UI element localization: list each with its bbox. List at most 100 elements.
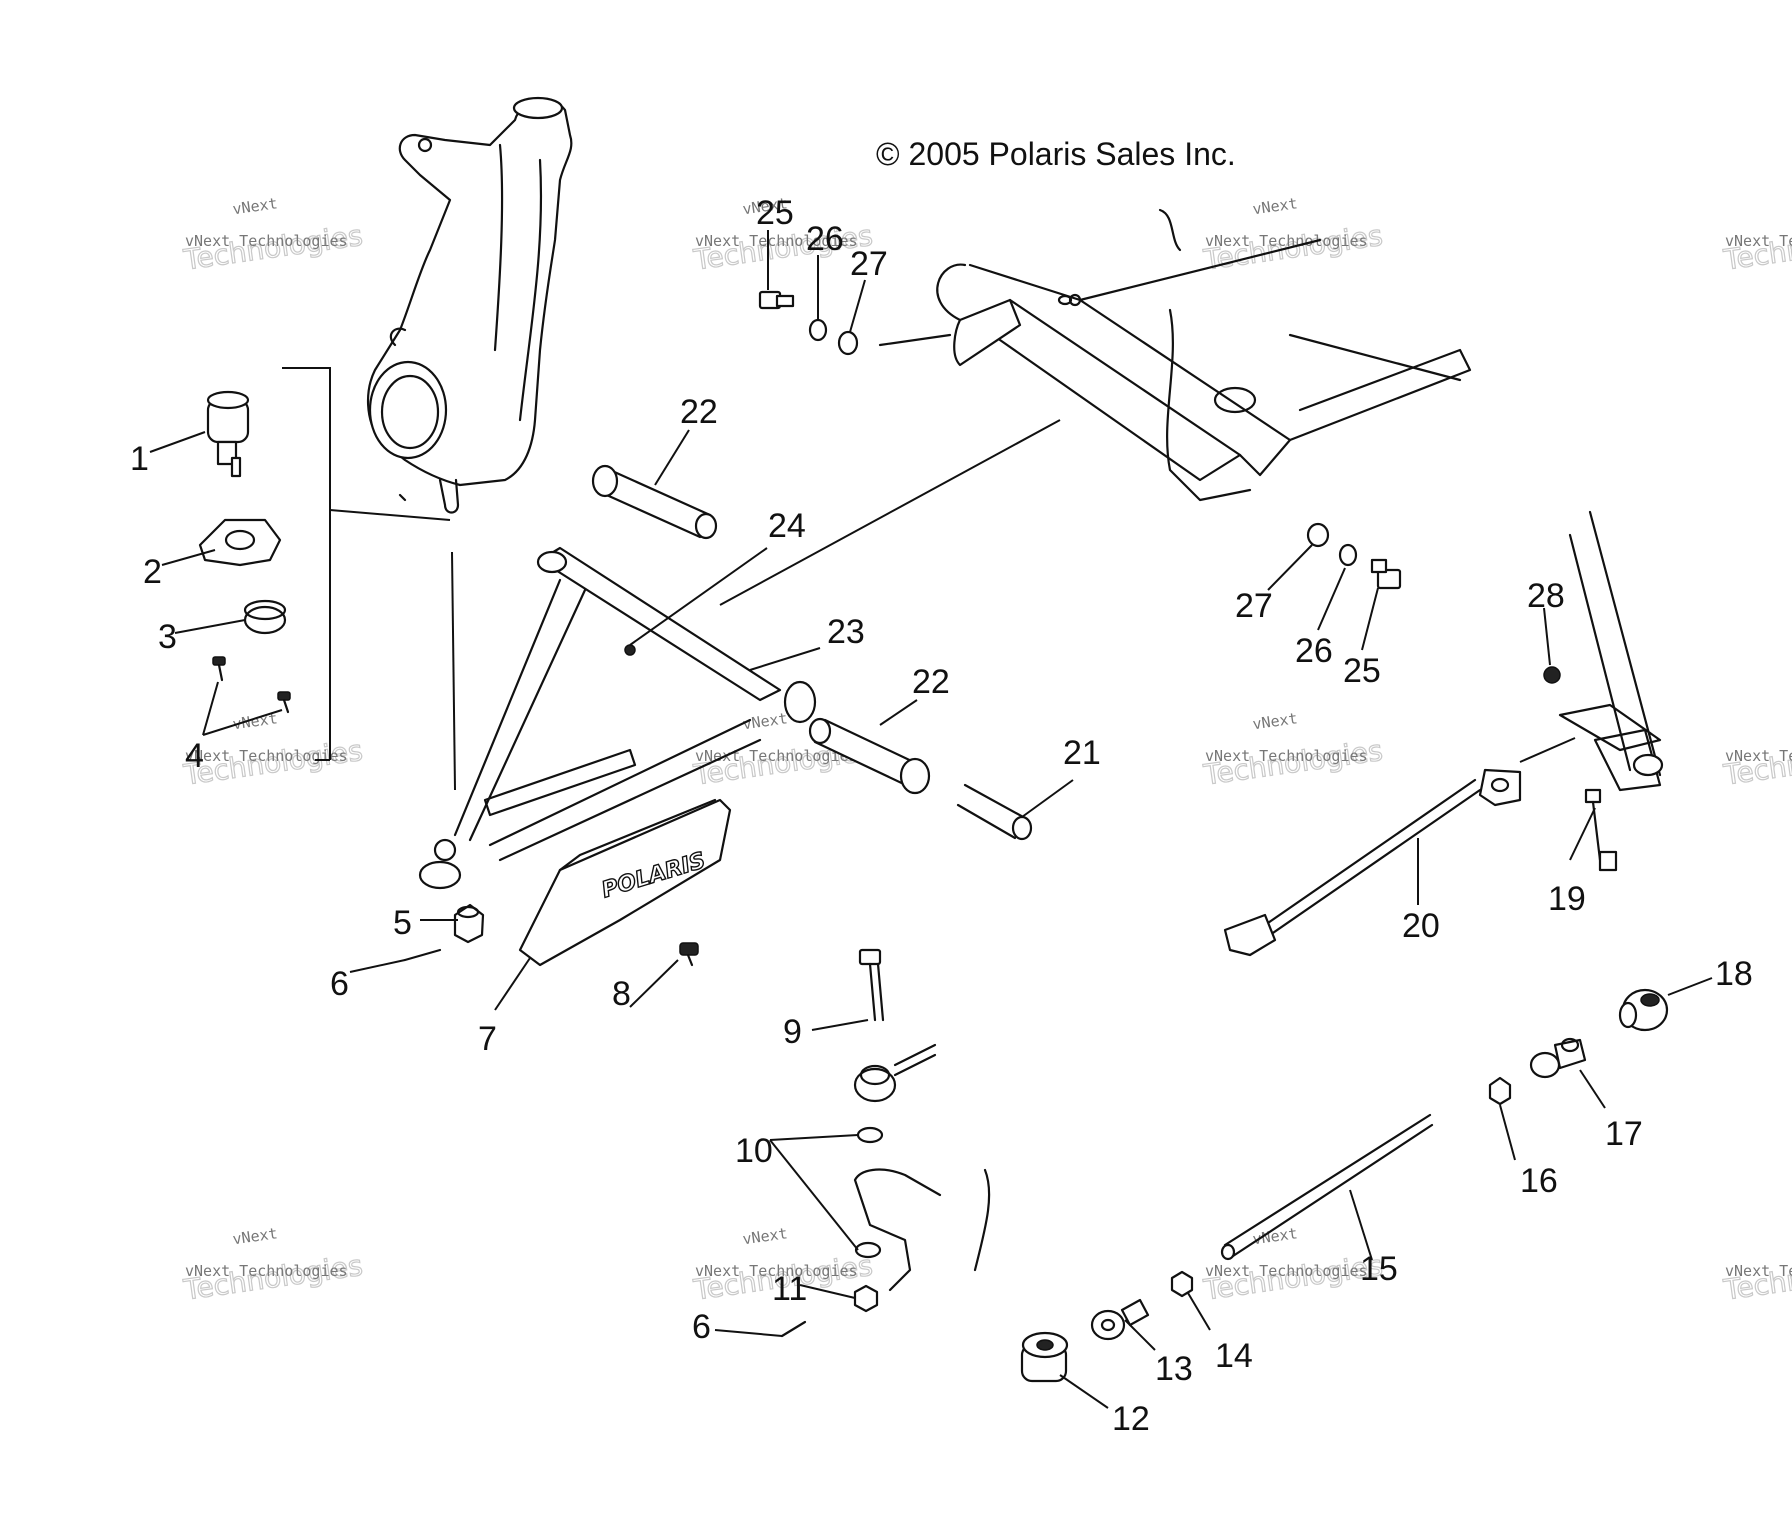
callout-6b: 6 <box>692 1308 711 1346</box>
svg-text:vNext: vNext <box>1251 194 1298 218</box>
drag-link-bolt <box>858 948 885 1022</box>
watermark: Technologies vNext vNext Technologies <box>1200 194 1385 277</box>
callout-2: 2 <box>143 553 162 591</box>
callout-12: 12 <box>1112 1400 1150 1438</box>
watermark: Technologies vNext Technologies <box>1720 1248 1792 1307</box>
frame-bolt <box>758 290 795 310</box>
cotter-pin <box>403 948 442 962</box>
rod-end-boot <box>1020 1331 1069 1383</box>
retainer-plate <box>198 518 282 567</box>
watermark: Technologies vNext Technologies <box>1720 218 1792 277</box>
callout-1: 1 <box>130 440 149 478</box>
guard-screw <box>679 942 699 967</box>
callout-8: 8 <box>612 975 631 1013</box>
lock-washer <box>1338 543 1358 567</box>
leader-lines <box>149 230 1713 1409</box>
svg-text:vNext Technologies: vNext Technologies <box>185 747 348 765</box>
svg-text:vNext Technologies: vNext Technologies <box>185 1262 348 1280</box>
callout-16: 16 <box>1520 1162 1558 1200</box>
svg-text:vNext Technologies: vNext Technologies <box>1205 1262 1368 1280</box>
callout-13: 13 <box>1155 1350 1193 1388</box>
svg-text:vNext Technologies: vNext Technologies <box>1205 232 1368 250</box>
callout-labels: 1 2 3 4 5 6 7 8 9 10 11 6 12 13 14 15 16… <box>130 194 1753 1438</box>
callout-9: 9 <box>783 1013 802 1051</box>
callout-10: 10 <box>735 1132 773 1170</box>
washer <box>854 1241 882 1259</box>
watermark: Technologies vNext vNext Technologies <box>1200 1224 1385 1307</box>
callout-22b: 22 <box>912 663 950 701</box>
svg-text:vNext Technologies: vNext Technologies <box>1205 747 1368 765</box>
castle-nut <box>453 903 485 944</box>
lock-washer <box>808 318 828 342</box>
flat-washer <box>1306 522 1330 548</box>
callout-23: 23 <box>827 613 865 651</box>
a-arm <box>418 546 817 890</box>
callout-17: 17 <box>1605 1115 1643 1153</box>
steering-arm <box>853 1168 991 1292</box>
callout-27: 27 <box>850 245 888 283</box>
tie-rod-assembly <box>1223 768 1522 957</box>
callout-25: 25 <box>756 194 794 232</box>
watermark: Technologies vNext vNext Technologies <box>180 1224 365 1307</box>
watermark: Technologies vNext vNext Technologies <box>180 194 365 277</box>
callout-28: 28 <box>1527 577 1565 615</box>
ball-joint <box>206 390 250 478</box>
callout-20: 20 <box>1402 907 1440 945</box>
callout-5: 5 <box>393 904 412 942</box>
callout-24: 24 <box>768 507 806 545</box>
cotter-pin <box>780 1320 807 1338</box>
assembly-line <box>1519 737 1576 763</box>
callout-3: 3 <box>158 618 177 656</box>
frame <box>878 208 1472 502</box>
callout-26: 26 <box>806 220 844 258</box>
watermark: Technologies vNext Technologies <box>1720 733 1792 792</box>
screws <box>212 656 291 714</box>
svg-text:vNext: vNext <box>231 1224 278 1248</box>
dust-cap <box>243 599 287 635</box>
svg-text:vNext Technologies: vNext Technologies <box>1725 1262 1792 1280</box>
tie-rod <box>1220 1113 1434 1261</box>
callout-15: 15 <box>1360 1250 1398 1288</box>
svg-text:vNext Technologies: vNext Technologies <box>695 232 858 250</box>
svg-text:vNext Technologies: vNext Technologies <box>695 1262 858 1280</box>
washer <box>856 1126 884 1144</box>
callout-4: 4 <box>185 737 204 775</box>
steering-post <box>1543 510 1664 792</box>
callout-26b: 26 <box>1295 632 1333 670</box>
callout-22: 22 <box>680 393 718 431</box>
rod-end-17 <box>1529 1037 1587 1079</box>
flat-washer <box>837 330 859 356</box>
spacer-tube <box>956 783 1033 841</box>
watermark: Technologies vNext vNext Technologies <box>1200 709 1385 792</box>
copyright-notice: © 2005 Polaris Sales Inc. <box>876 136 1236 172</box>
callout-6: 6 <box>330 965 349 1003</box>
callout-18: 18 <box>1715 955 1753 993</box>
callout-25b: 25 <box>1343 652 1381 690</box>
assembly-line <box>719 419 1061 606</box>
svg-text:vNext Technologies: vNext Technologies <box>1725 747 1792 765</box>
pivot-bushing <box>591 464 718 540</box>
callout-7: 7 <box>478 1020 497 1058</box>
jam-nut <box>1170 1270 1194 1298</box>
callout-21: 21 <box>1063 734 1101 772</box>
a-arm-guard: POLARIS <box>518 798 732 967</box>
grouping-bracket <box>282 367 451 761</box>
watermark-layer: Technologies vNext vNext Technologies Te… <box>180 194 1792 1307</box>
assembly-line <box>451 551 456 791</box>
watermark: Technologies vNext vNext Technologies <box>180 709 365 792</box>
callout-27b: 27 <box>1235 587 1273 625</box>
svg-text:vNext: vNext <box>741 1224 788 1248</box>
pivot-bushing <box>808 717 931 795</box>
svg-text:vNext Technologies: vNext Technologies <box>185 232 348 250</box>
rod-end <box>853 1043 937 1103</box>
hex-nut <box>853 1284 879 1313</box>
frame-bolt <box>1370 558 1402 590</box>
rod-end-13 <box>1090 1298 1150 1341</box>
callout-19: 19 <box>1548 880 1586 918</box>
svg-text:vNext Technologies: vNext Technologies <box>1725 232 1792 250</box>
jam-nut <box>1488 1076 1512 1106</box>
svg-text:vNext: vNext <box>231 194 278 218</box>
rod-end-boot-18 <box>1618 988 1669 1032</box>
callout-14: 14 <box>1215 1337 1253 1375</box>
